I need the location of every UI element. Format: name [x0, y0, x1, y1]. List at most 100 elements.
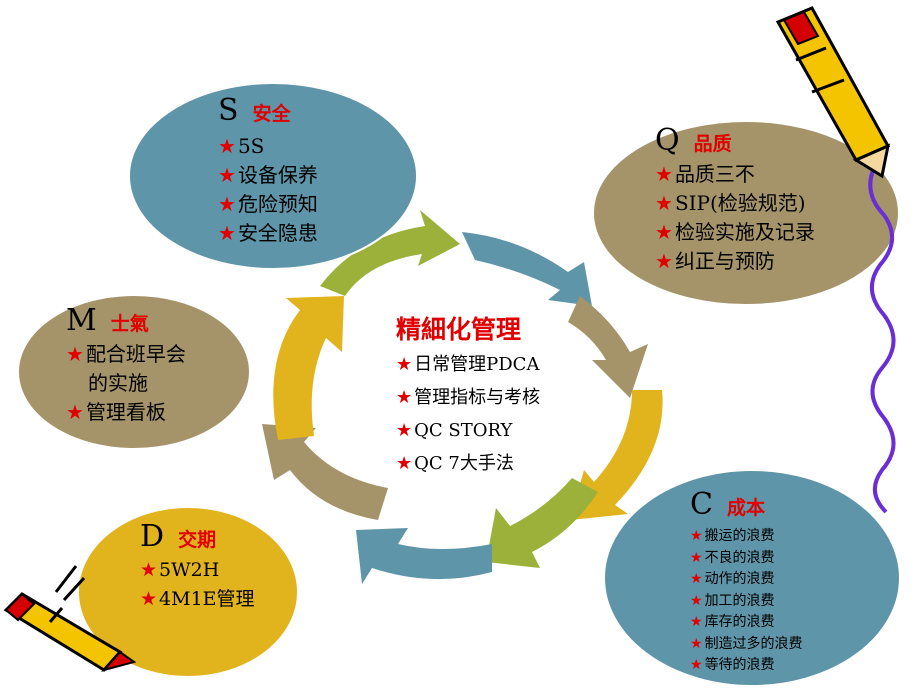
q-category: 品质	[693, 133, 732, 155]
list-item: ★设备保养	[218, 161, 318, 190]
q-letter: Q	[655, 123, 680, 158]
s-item: 5S	[237, 134, 265, 158]
list-item: ★4M1E管理	[140, 585, 255, 614]
d-letter: D	[140, 519, 165, 554]
list-item: ★配合班早会	[66, 340, 186, 369]
center-item: 日常管理PDCA	[414, 354, 540, 375]
arrow-bottom-teal	[356, 528, 492, 584]
star-icon: ★	[690, 549, 703, 566]
group-q-quality: Q 品质 ★品质三不 ★SIP(检验规范) ★检验实施及记录 ★纠正与预防	[655, 126, 815, 276]
list-item: ★危险预知	[218, 190, 318, 219]
star-icon: ★	[690, 528, 703, 544]
m-letter: M	[66, 303, 97, 338]
m-item: 管理看板	[85, 400, 166, 424]
s-item: 安全隐患	[237, 221, 318, 245]
star-icon: ★	[690, 592, 703, 609]
ellipse-s-safety	[128, 82, 418, 270]
list-item: ★等待的浪费	[690, 655, 803, 677]
list-item: ★品质三不	[655, 160, 815, 189]
c-item: 搬运的浪费	[704, 528, 775, 544]
d-item: 4M1E管理	[159, 588, 255, 610]
m-category: 士氣	[110, 313, 149, 335]
q-item: 纠正与预防	[674, 249, 775, 273]
list-item: ★加工的浪费	[690, 591, 803, 613]
star-icon: ★	[655, 191, 673, 215]
center-item: QC STORY	[414, 420, 513, 441]
list-item: ★5S	[218, 132, 318, 161]
arrow-top-teal	[462, 232, 592, 306]
c-item: 库存的浪费	[704, 614, 775, 630]
star-icon: ★	[396, 420, 413, 441]
decorative-wavy-line	[868, 158, 896, 514]
star-icon: ★	[218, 163, 236, 187]
c-item: 不良的浪费	[704, 549, 775, 566]
list-item: 的实施	[66, 369, 186, 398]
c-category: 成本	[726, 497, 765, 519]
s-letter: S	[218, 93, 239, 128]
star-icon: ★	[690, 635, 703, 652]
star-icon: ★	[218, 134, 236, 158]
s-item: 危险预知	[237, 192, 318, 216]
c-letter: C	[690, 487, 713, 522]
star-icon: ★	[690, 614, 703, 630]
list-item: ★不良的浪费	[690, 548, 803, 570]
list-item: ★纠正与预防	[655, 247, 815, 276]
center-group: 精細化管理 ★日常管理PDCA ★管理指标与考核 ★QC STORY ★QC 7…	[396, 310, 540, 480]
group-c-cost: C 成本 ★搬运的浪费 ★不良的浪费 ★动作的浪费 ★加工的浪费 ★库存的浪费 …	[690, 490, 803, 677]
ellipse-m-morale	[17, 294, 251, 450]
star-icon: ★	[655, 162, 673, 186]
c-item: 制造过多的浪费	[704, 635, 803, 652]
star-icon: ★	[690, 571, 703, 587]
star-icon: ★	[396, 354, 413, 375]
ellipse-c-cost	[603, 469, 901, 687]
star-icon: ★	[140, 559, 158, 581]
q-item: SIP(检验规范)	[674, 191, 806, 215]
s-category: 安全	[252, 103, 291, 125]
arrow-left-gold	[273, 296, 344, 440]
d-item: 5W2H	[159, 559, 220, 581]
pencil-top-right-icon	[775, 6, 891, 179]
group-s-safety: S 安全 ★5S ★设备保养 ★危险预知 ★安全隐患	[218, 96, 318, 248]
star-icon: ★	[690, 657, 703, 673]
arrow-right-gold	[570, 390, 663, 520]
star-icon: ★	[655, 249, 673, 273]
list-item: ★搬运的浪费	[690, 526, 803, 548]
c-item: 等待的浪费	[704, 657, 775, 673]
list-item: ★SIP(检验规范)	[655, 189, 815, 218]
list-item: ★日常管理PDCA	[396, 348, 540, 381]
m-item: 的实施	[88, 371, 148, 395]
c-item: 动作的浪费	[704, 571, 775, 587]
arrow-left-olive	[262, 424, 388, 520]
star-icon: ★	[396, 453, 413, 474]
star-icon: ★	[218, 221, 236, 245]
arrow-right-olive	[568, 296, 648, 398]
star-icon: ★	[655, 220, 673, 244]
d-category: 交期	[178, 529, 217, 551]
center-item: 管理指标与考核	[414, 387, 541, 408]
list-item: ★动作的浪费	[690, 569, 803, 591]
center-item: QC 7大手法	[414, 453, 514, 474]
list-item: ★管理看板	[66, 398, 186, 427]
star-icon: ★	[66, 342, 84, 366]
star-icon: ★	[218, 192, 236, 216]
star-icon: ★	[396, 387, 413, 408]
center-title: 精細化管理	[396, 315, 522, 344]
list-item: ★制造过多的浪费	[690, 634, 803, 656]
list-item: ★QC STORY	[396, 414, 540, 447]
list-item: ★检验实施及记录	[655, 218, 815, 247]
pencil-bottom-left-icon	[3, 565, 137, 672]
q-item: 检验实施及记录	[674, 220, 815, 244]
m-item: 配合班早会	[85, 342, 186, 366]
q-item: 品质三不	[674, 162, 755, 186]
group-m-morale: M 士氣 ★配合班早会 的实施 ★管理看板	[66, 306, 186, 427]
list-item: ★库存的浪费	[690, 612, 803, 634]
star-icon: ★	[66, 400, 84, 424]
arrow-bottom-green	[486, 478, 598, 568]
ellipse-q-quality	[592, 120, 900, 306]
list-item: ★5W2H	[140, 556, 255, 585]
list-item: ★安全隐患	[218, 219, 318, 248]
cycle-arrows	[262, 210, 663, 584]
list-item: ★管理指标与考核	[396, 381, 540, 414]
star-icon: ★	[140, 588, 158, 610]
